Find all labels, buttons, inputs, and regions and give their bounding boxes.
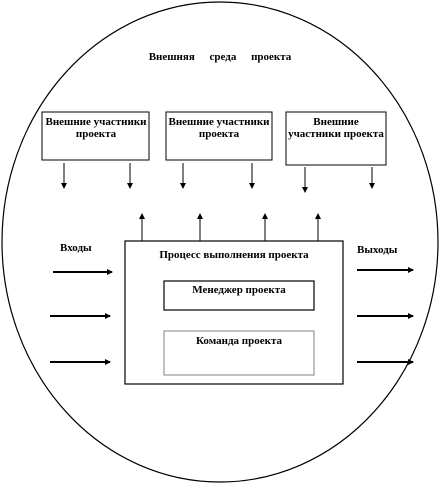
process-label: Процесс выполнения проекта bbox=[159, 249, 309, 261]
team-box bbox=[163, 330, 315, 376]
outputs-label: Выходы bbox=[357, 244, 398, 256]
manager-label: Менеджер проекта bbox=[192, 284, 286, 296]
team-label: Команда проекта bbox=[195, 335, 282, 347]
manager-box bbox=[163, 280, 315, 311]
inputs-label: Входы bbox=[60, 242, 92, 254]
participant-label-2: Внешние участники проекта bbox=[168, 116, 270, 140]
participant-box-1 bbox=[41, 111, 150, 161]
participant-label-1: Внешние участники проекта bbox=[45, 116, 147, 140]
participant-box-2 bbox=[165, 111, 273, 161]
environment-title: Внешняя среда проекта bbox=[148, 51, 292, 63]
participant-label-3: Внешние участники проекта bbox=[288, 116, 384, 140]
participant-box-3 bbox=[285, 111, 387, 166]
environment-ellipse bbox=[1, 1, 439, 483]
